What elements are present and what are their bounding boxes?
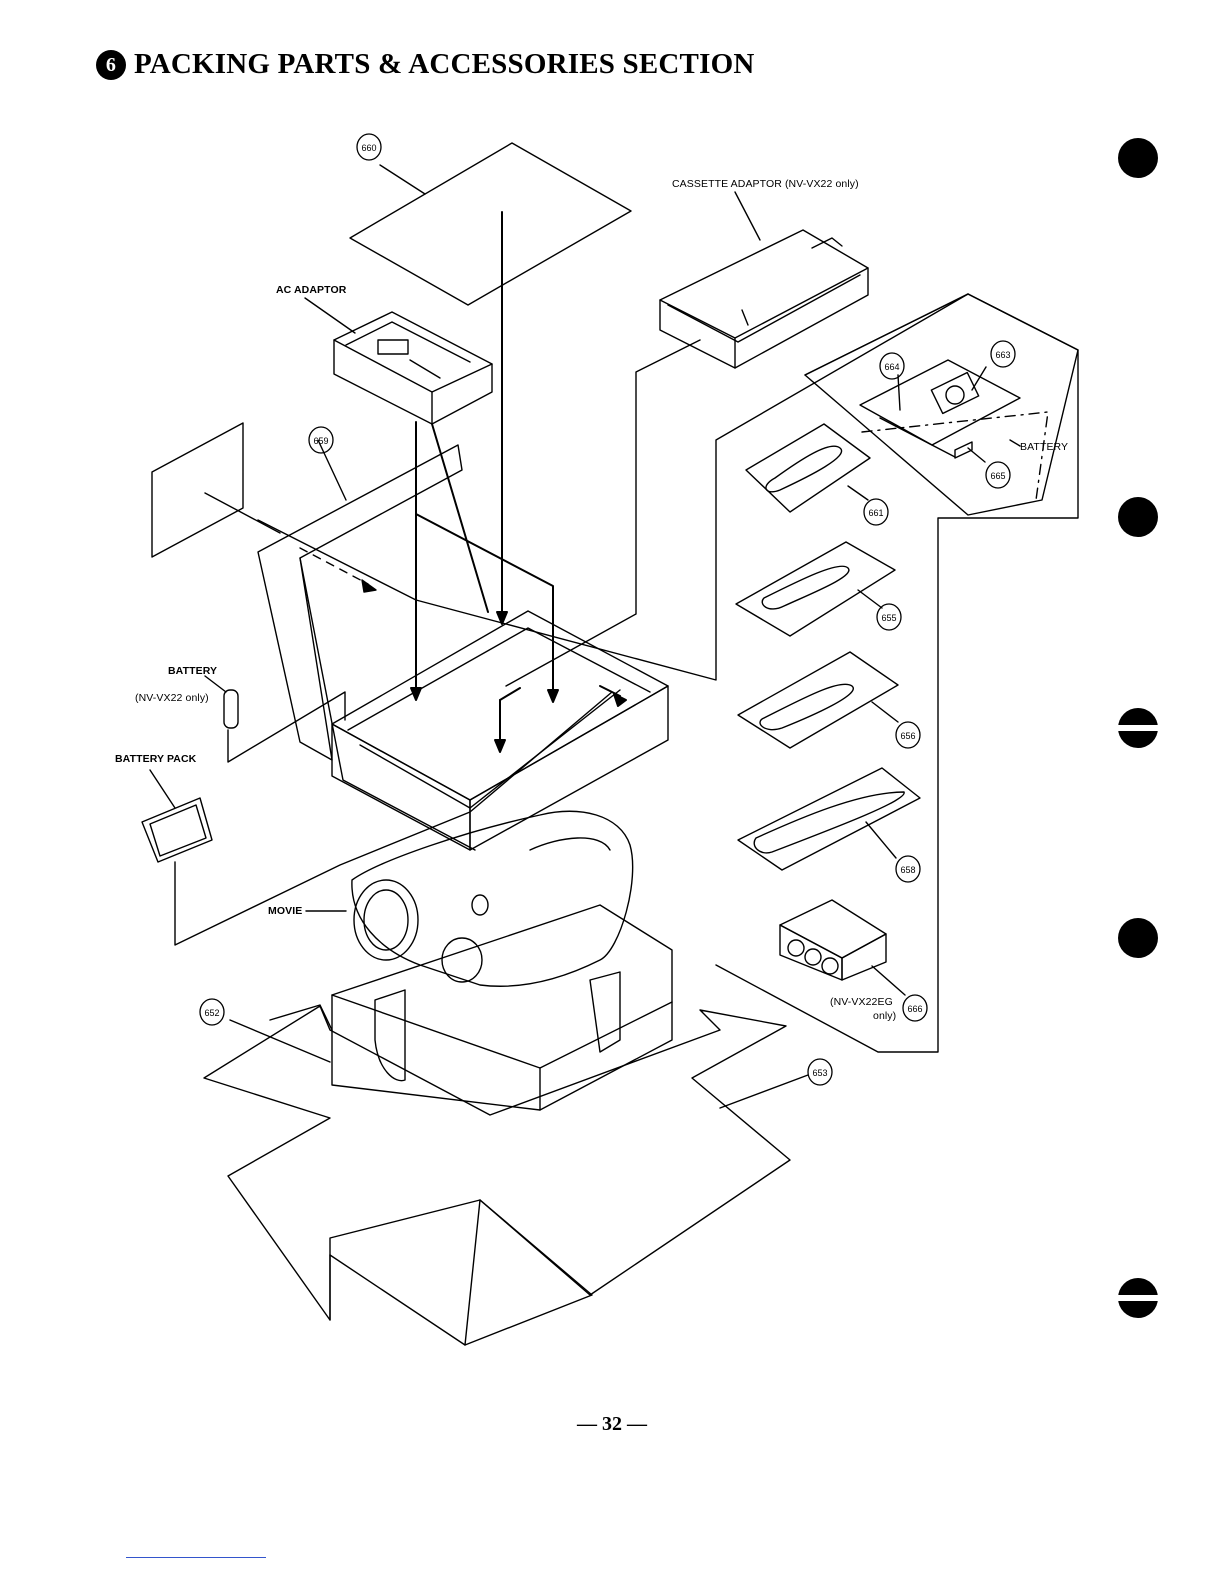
- callout-658: 658: [900, 865, 915, 875]
- label-movie: MOVIE: [268, 905, 302, 917]
- assembly-arrows: [411, 212, 626, 752]
- callout-666: 666: [907, 1004, 922, 1014]
- callout-659: 659: [313, 436, 328, 446]
- callout-663: 663: [995, 350, 1010, 360]
- callout-660: 660: [361, 143, 376, 153]
- instruction-sheet-660: [350, 143, 631, 305]
- remote-accessory-666: [780, 900, 905, 995]
- cable-bag-658: [738, 768, 920, 870]
- binder-split-mark: [1118, 708, 1158, 748]
- binder-hole-mark: [1118, 138, 1158, 178]
- callout-653: 653: [812, 1068, 827, 1078]
- label-battery-pack: BATTERY PACK: [115, 753, 196, 765]
- label-ac-adaptor: AC ADAPTOR: [276, 284, 346, 296]
- cable-bag-661: [746, 424, 870, 512]
- callout-661: 661: [868, 508, 883, 518]
- callout-circles: [200, 134, 1015, 1085]
- callout-655: 655: [881, 613, 896, 623]
- label-battery-left-note: (NV-VX22 only): [135, 692, 209, 704]
- callout-664: 664: [884, 362, 899, 372]
- page-number: — 32 —: [0, 1413, 1224, 1436]
- cable-bag-656: [738, 652, 898, 748]
- binder-hole-mark: [1118, 497, 1158, 537]
- label-cassette-adaptor: CASSETTE ADAPTOR (NV-VX22 only): [672, 178, 859, 190]
- callout-656: 656: [900, 731, 915, 741]
- box-lid-659: [258, 440, 475, 850]
- binder-hole-mark: [1118, 918, 1158, 958]
- label-nv-vx22eg-line2: only): [873, 1010, 896, 1022]
- cable-bag-655: [736, 542, 895, 636]
- binder-split-mark: [1118, 1278, 1158, 1318]
- footer-rule: [126, 1557, 266, 1558]
- label-nv-vx22eg-line1: (NV-VX22EG: [830, 996, 893, 1008]
- loose-sheet: [152, 423, 280, 557]
- battery-pack: [142, 692, 612, 945]
- callout-665: 665: [990, 471, 1005, 481]
- callout-652: 652: [204, 1008, 219, 1018]
- cassette-adaptor-box: [660, 192, 868, 368]
- ac-adaptor: [305, 298, 492, 424]
- foam-insert-652: [230, 905, 672, 1110]
- label-battery-left: BATTERY: [168, 665, 217, 677]
- label-battery-right: BATTERY: [1020, 441, 1068, 453]
- battery-cylinder: [205, 676, 345, 762]
